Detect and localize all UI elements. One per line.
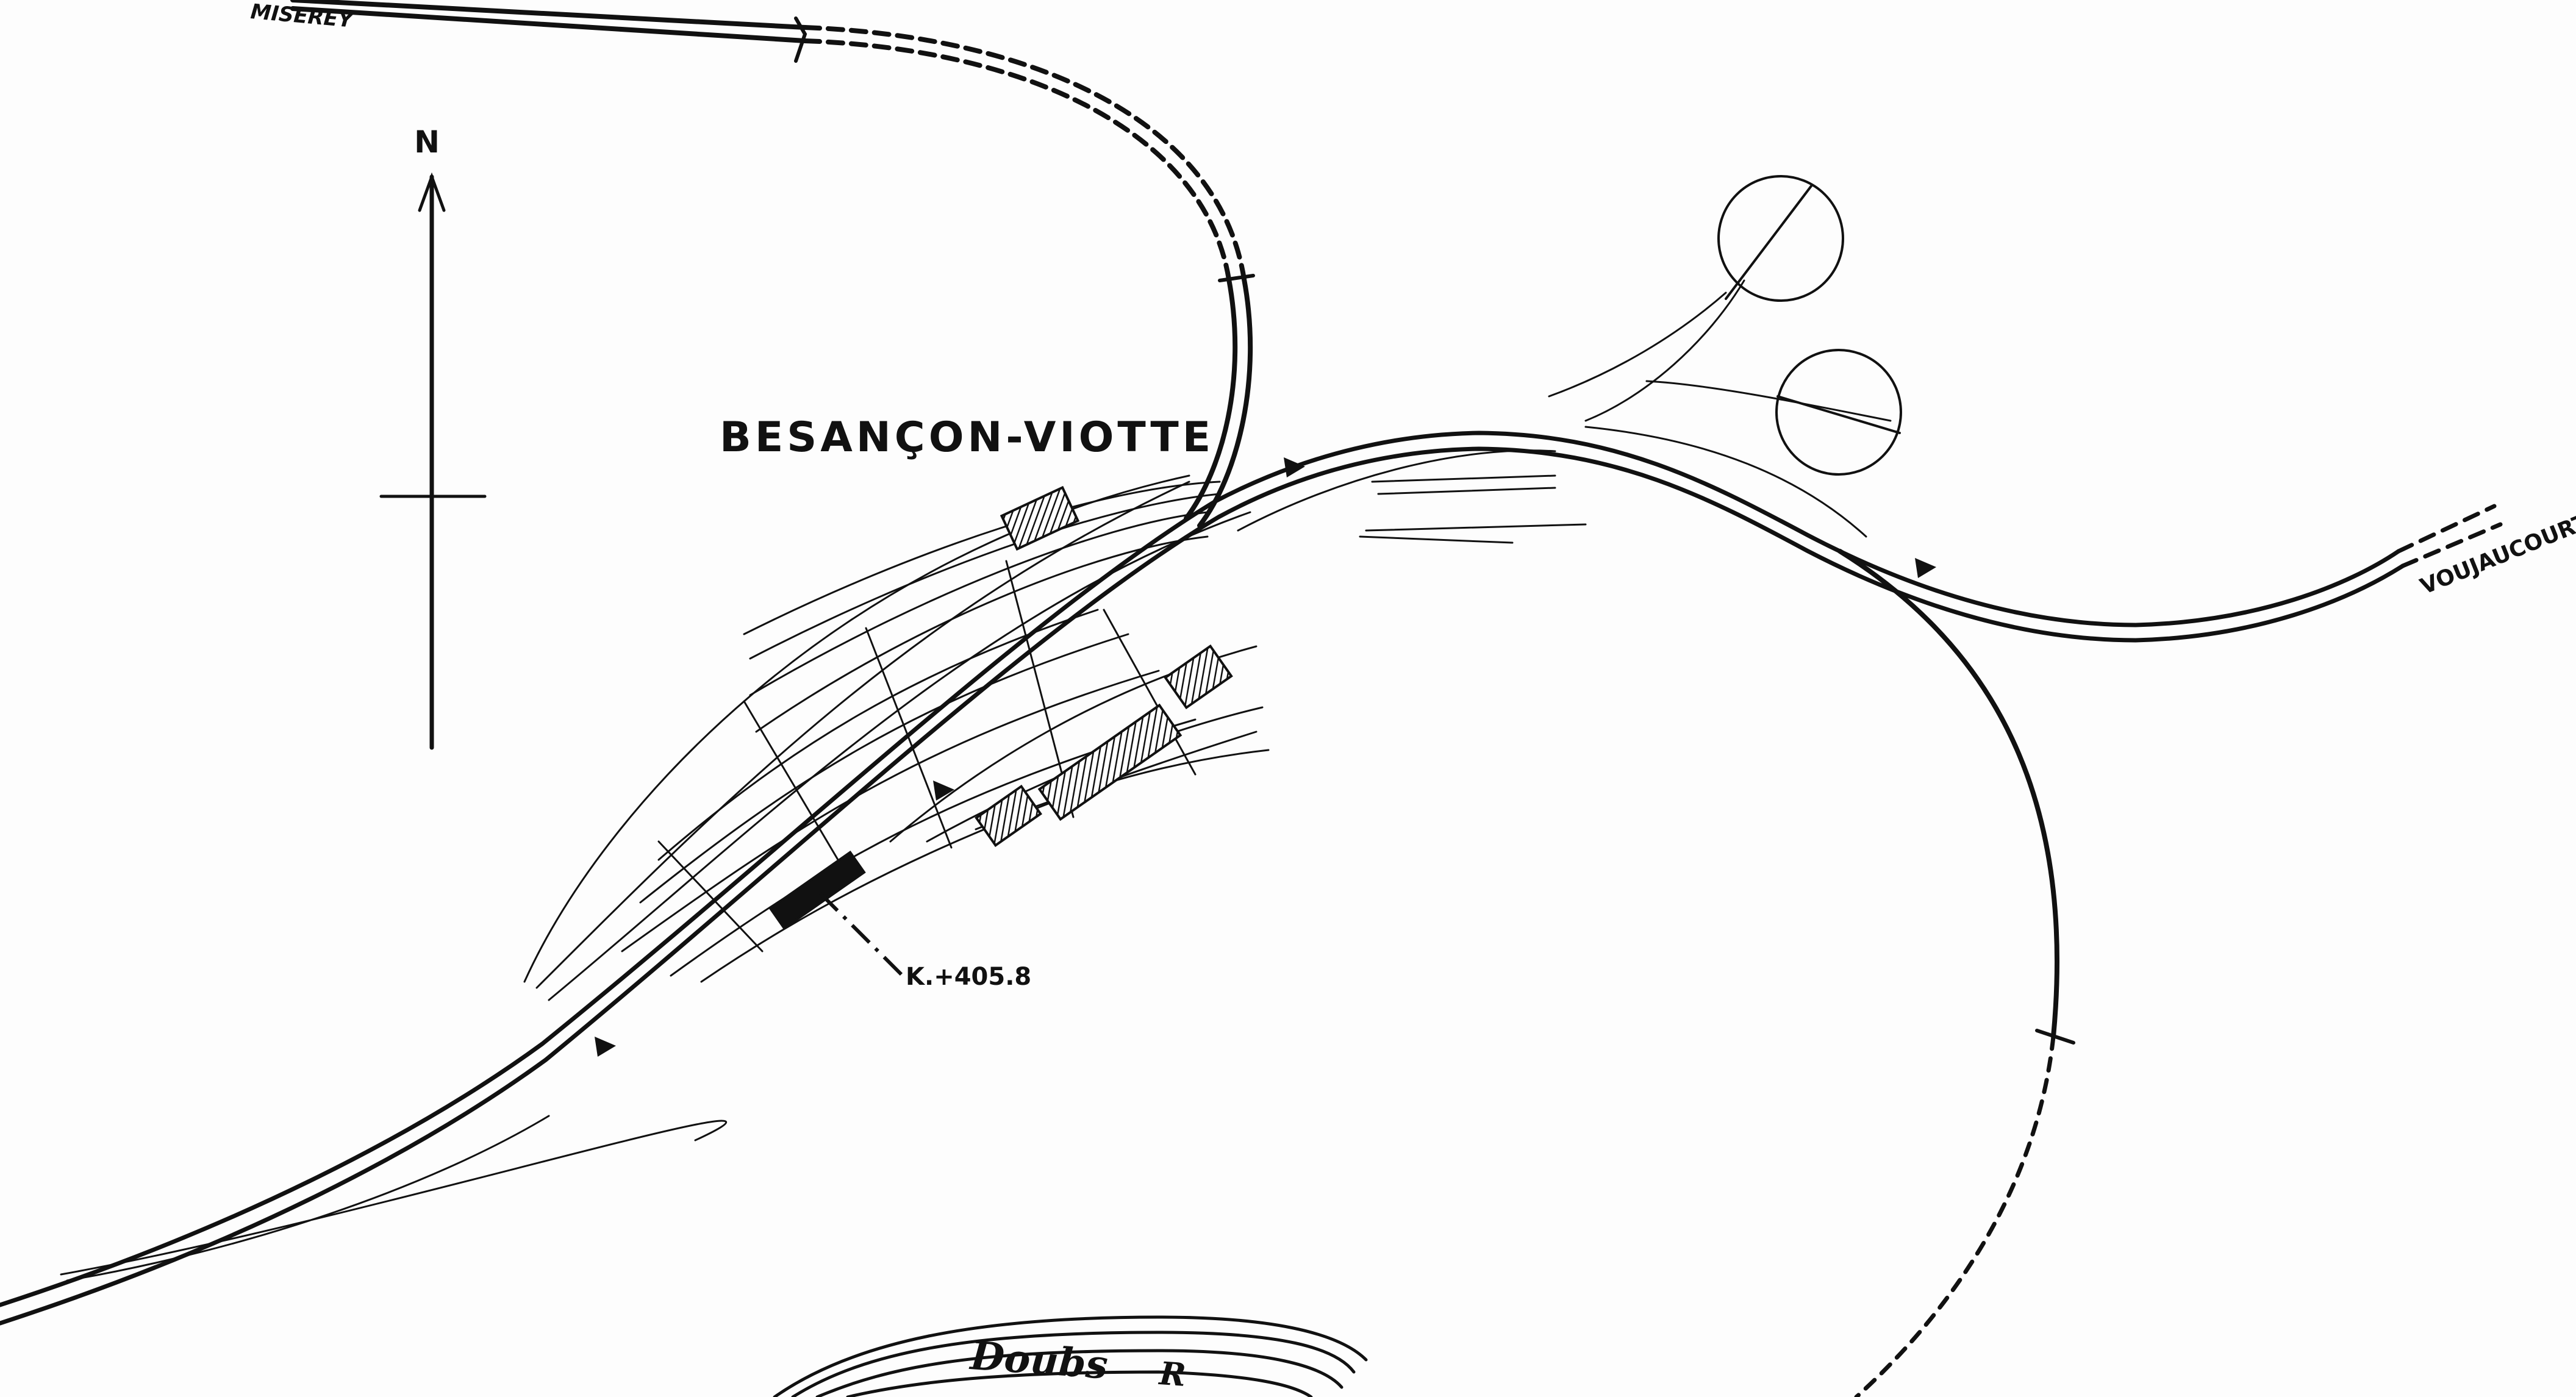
turntable xyxy=(1717,175,1902,476)
station-yard xyxy=(60,279,1892,1282)
river-suffix: R xyxy=(1157,1355,1187,1394)
north-label: N xyxy=(414,124,440,160)
doubs-river xyxy=(773,1315,1368,1397)
river-label: Doubs xyxy=(968,1333,1109,1388)
miserey-line xyxy=(290,0,1255,528)
kilometer-label: K.+405.8 xyxy=(906,963,1031,991)
station-building xyxy=(768,850,866,931)
north-arrow-icon xyxy=(379,172,487,750)
main-line xyxy=(0,431,2503,1326)
buildings xyxy=(768,485,1233,931)
station-name: BESANÇON-VIOTTE xyxy=(720,413,1214,462)
voujaucourt-label: VOUJAUCOURT xyxy=(2417,509,2576,599)
signal-markers xyxy=(595,457,1936,1057)
south-loop-line xyxy=(1837,549,2075,1397)
